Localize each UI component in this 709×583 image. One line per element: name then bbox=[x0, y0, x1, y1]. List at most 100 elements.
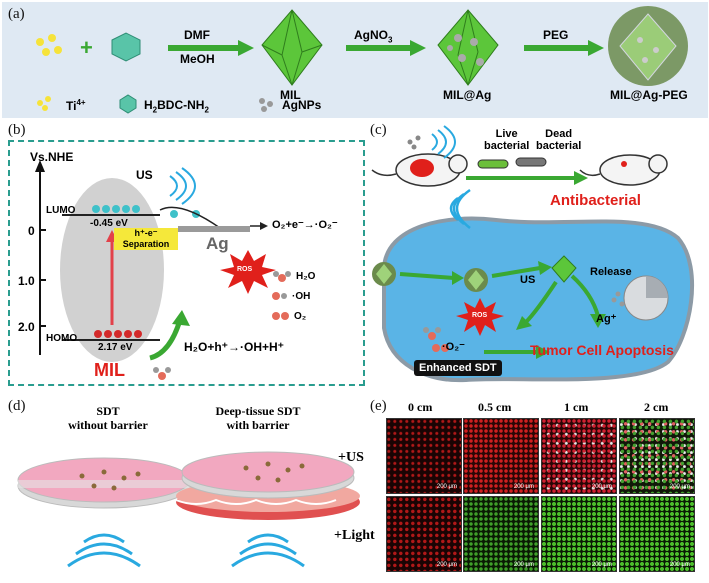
col-header-1: 0.5 cm bbox=[478, 400, 512, 414]
micrograph-us-05cm: 200 μm bbox=[463, 418, 539, 494]
mil-octahedron-icon bbox=[261, 9, 323, 86]
legend-oh: ·OH bbox=[292, 291, 311, 302]
scale-bar-label: 200 μm bbox=[591, 484, 612, 490]
scale-bar-label: 200 μm bbox=[436, 484, 457, 490]
ag-ion-label: Ag⁺ bbox=[596, 313, 617, 325]
enhanced-sdt-badge: Enhanced SDT bbox=[414, 360, 502, 376]
product-mil-ag-peg: MIL@Ag-PEG bbox=[610, 88, 688, 102]
dish-left-title-line2: without barrier bbox=[68, 418, 148, 432]
ultrasound-waves-left-icon bbox=[67, 533, 141, 568]
col-header-0: 0 cm bbox=[408, 400, 433, 414]
micrograph-us-2cm: 200 μm bbox=[619, 418, 695, 494]
ag-level-bar bbox=[178, 226, 250, 232]
arrow-dmf bbox=[168, 40, 254, 56]
legend-ti-icon bbox=[37, 96, 51, 111]
internal-nanoparticle-icon bbox=[464, 268, 488, 292]
dish-right-title-line2: with barrier bbox=[226, 418, 290, 432]
ultrasound-waves-top-icon bbox=[431, 125, 456, 159]
reduction-arrow bbox=[250, 222, 268, 230]
petri-dish-left-icon bbox=[17, 457, 191, 509]
ros-burst-icon bbox=[220, 250, 276, 294]
panel-b-label: (b) bbox=[8, 122, 26, 138]
dead-line1: Dead bbox=[545, 128, 573, 140]
scale-bar-label: 200 μm bbox=[669, 484, 690, 490]
col-header-3: 2 cm bbox=[644, 400, 669, 414]
ag-label: Ag bbox=[206, 234, 229, 253]
homo-value: 2.17 eV bbox=[98, 342, 133, 353]
antibacterial-label: Antibacterial bbox=[550, 192, 641, 209]
scale-bar-label: 200 μm bbox=[669, 562, 690, 568]
electron-transfer bbox=[159, 206, 221, 229]
panel-a-graphic: + bbox=[36, 6, 688, 114]
separation-line1: h⁺-e⁻ bbox=[134, 228, 158, 238]
reduction-reaction: O₂+e⁻→·O₂⁻ bbox=[272, 219, 338, 231]
panel-b-frame bbox=[8, 140, 365, 386]
arrow-agno3 bbox=[346, 40, 426, 56]
legend-h2o: H₂O bbox=[296, 271, 316, 282]
product-mil: MIL bbox=[280, 88, 301, 102]
panel-a bbox=[2, 2, 708, 118]
molecule-o2-icon bbox=[272, 312, 289, 320]
electron-row-icon bbox=[92, 205, 140, 213]
scale-bar-label: 200 μm bbox=[513, 562, 534, 568]
micrograph-light-2cm: 200 μm bbox=[619, 496, 695, 572]
tick-0: 0 bbox=[28, 224, 35, 238]
separation-line2: Separation bbox=[122, 239, 170, 249]
micrograph-light-05cm: 200 μm bbox=[463, 496, 539, 572]
ros-cell-label: ROS bbox=[472, 312, 488, 319]
lumo-value: -0.45 eV bbox=[90, 218, 128, 229]
panel-d-graphic bbox=[17, 451, 360, 568]
panel-e-label: (e) bbox=[370, 398, 387, 414]
us-label: US bbox=[136, 168, 153, 182]
dish-right-title-line1: Deep-tissue SDT bbox=[215, 404, 301, 418]
petri-dish-right-icon bbox=[175, 451, 360, 520]
separation-box: h⁺-e⁻ Separation bbox=[114, 228, 178, 250]
step1-top-label: DMF bbox=[184, 28, 210, 42]
release-label: Release bbox=[590, 266, 632, 278]
dish-right-title: Deep-tissue SDT with barrier bbox=[188, 404, 328, 432]
plus-sign: + bbox=[80, 35, 93, 60]
scale-bar-label: 200 μm bbox=[591, 562, 612, 568]
tumor-cell-shape bbox=[382, 216, 694, 383]
micrograph-light-1cm: 200 μm bbox=[541, 496, 617, 572]
mil-label: MIL bbox=[94, 360, 125, 380]
ti-ion-cluster-icon bbox=[36, 34, 62, 56]
panel-c-graphic bbox=[371, 125, 694, 383]
step3-label: PEG bbox=[543, 28, 569, 42]
dead-line2: bacterial bbox=[536, 140, 582, 152]
dish-left-title: SDT without barrier bbox=[48, 404, 168, 432]
ros-label: ROS bbox=[237, 266, 253, 273]
released-octahedron-icon bbox=[551, 255, 577, 283]
ultrasound-waves-right-icon bbox=[231, 533, 305, 568]
mil-ag-peg-sphere-icon bbox=[608, 6, 688, 86]
dead-label: Dead bacterial bbox=[536, 128, 581, 152]
axis-title: Vs.NHE bbox=[30, 150, 74, 164]
o2-pair-icon bbox=[432, 344, 449, 352]
micrograph-light-0cm: 200 μm bbox=[386, 496, 462, 572]
o2-radical-label: ·O₂⁻ bbox=[442, 341, 465, 353]
col-header-2: 1 cm bbox=[564, 400, 589, 414]
panel-c-label: (c) bbox=[370, 122, 387, 138]
mouse-healed-icon bbox=[579, 154, 668, 186]
micrograph-us-0cm: 200 μm bbox=[386, 418, 462, 494]
legend-linker-icon bbox=[119, 94, 137, 114]
legend-o2: O₂ bbox=[294, 311, 307, 322]
o2-molecule-cell-icon bbox=[423, 327, 441, 340]
tick-1: 1.0 bbox=[18, 274, 35, 288]
oxidation-arrow bbox=[149, 319, 183, 361]
step2-label: AgNO3 bbox=[354, 28, 393, 45]
micrograph-us-1cm: 200 μm bbox=[541, 418, 617, 494]
linker-hexagon-icon bbox=[111, 32, 141, 62]
water-molecule-icon bbox=[153, 367, 171, 380]
bacteria-rods-icon bbox=[477, 157, 547, 169]
treatment-arrow bbox=[466, 171, 588, 185]
live-line2: bacterial bbox=[484, 140, 530, 152]
row-header-us: +US bbox=[338, 450, 364, 465]
molecule-oh-icon bbox=[272, 292, 287, 300]
ultrasound-waves-cell-icon bbox=[449, 188, 471, 229]
mil-ag-octahedron-icon bbox=[437, 9, 499, 86]
bacteria-cluster-icon bbox=[407, 135, 421, 150]
oxidation-reaction: H₂O+h⁺→·OH+H⁺ bbox=[184, 340, 285, 354]
apoptosis-label: Tumor Cell Apoptosis bbox=[530, 342, 674, 358]
nanoparticle-icon bbox=[372, 262, 396, 286]
